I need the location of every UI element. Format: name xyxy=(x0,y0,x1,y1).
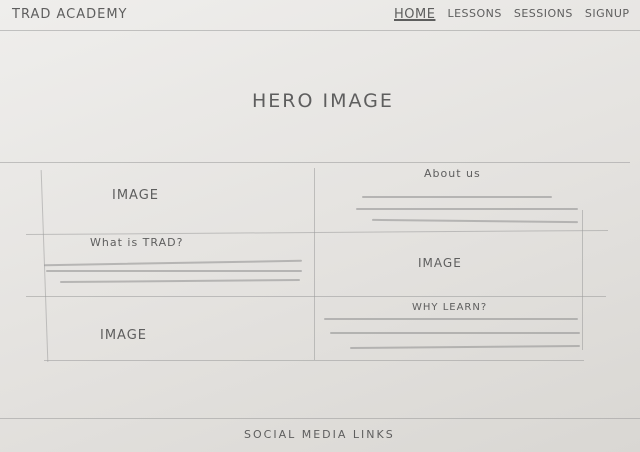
main-nav: HOME LESSONS SESSIONS SIGNUP xyxy=(394,7,640,22)
text-scribble xyxy=(349,344,581,350)
about-us-heading: About us xyxy=(424,167,481,180)
text-scribble xyxy=(59,278,301,284)
nav-signup[interactable]: SIGNUP xyxy=(584,7,630,20)
header-divider xyxy=(0,30,640,31)
text-scribble xyxy=(330,332,580,334)
grid-row-divider-2 xyxy=(26,296,606,297)
what-is-trad-heading: What is TRAD? xyxy=(90,236,184,249)
social-media-links[interactable]: SOCIAL MEDIA LINKS xyxy=(244,428,395,441)
footer-divider xyxy=(0,418,640,419)
grid-row-divider-1 xyxy=(26,229,608,236)
site-brand[interactable]: TRAD ACADEMY xyxy=(12,7,128,22)
grid-center-divider xyxy=(314,168,315,360)
nav-home[interactable]: HOME xyxy=(394,7,436,22)
hero-divider xyxy=(0,162,630,163)
text-scribble xyxy=(324,318,578,320)
text-scribble xyxy=(356,208,578,210)
text-scribble xyxy=(44,259,302,267)
image-placeholder-top-left: IMAGE xyxy=(112,188,160,203)
text-scribble xyxy=(362,196,552,198)
nav-lessons[interactable]: LESSONS xyxy=(447,7,502,20)
grid-right-edge xyxy=(582,210,583,350)
image-placeholder-bottom-left: IMAGE xyxy=(100,328,148,343)
why-learn-heading: WHY LEARN? xyxy=(412,302,488,313)
text-scribble xyxy=(46,270,302,272)
grid-bottom-edge xyxy=(44,360,584,361)
nav-sessions[interactable]: SESSIONS xyxy=(513,7,573,20)
image-placeholder-right: IMAGE xyxy=(418,256,462,270)
text-scribble xyxy=(371,218,579,224)
hero-image-placeholder: HERO IMAGE xyxy=(252,90,394,112)
